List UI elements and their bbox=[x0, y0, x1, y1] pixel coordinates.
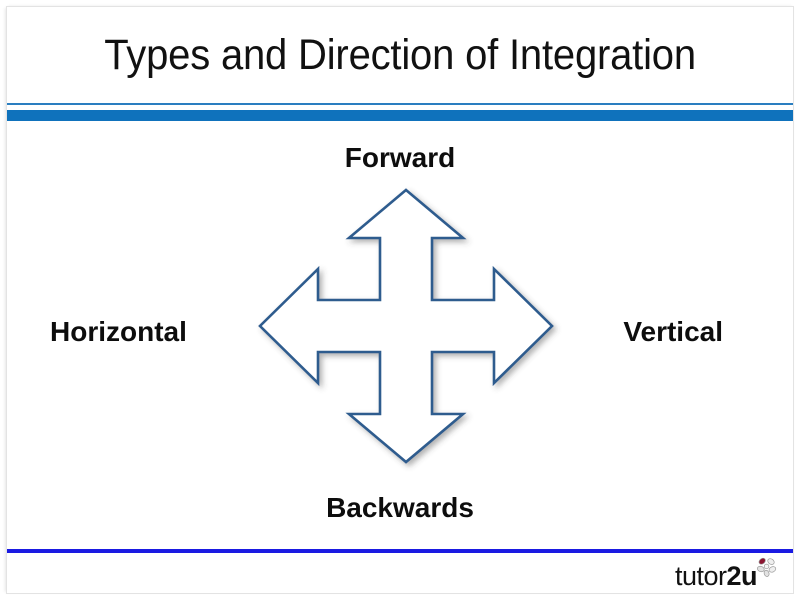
header-thin-rule bbox=[7, 103, 793, 105]
logo-wordmark: tutor2u bbox=[674, 561, 758, 591]
four-way-arrow-icon bbox=[256, 186, 556, 466]
logo-text-bold: 2u bbox=[726, 561, 757, 591]
diagram-label-vertical: Vertical bbox=[623, 316, 723, 347]
slide-title-area: Types and Direction of Integration bbox=[7, 14, 793, 96]
diagram-label-horizontal: Horizontal bbox=[50, 316, 187, 347]
diagram-label-backwards: Backwards bbox=[326, 492, 474, 523]
diagram-area: Forward Horizontal Vertical Backwards bbox=[7, 121, 793, 549]
diagram-label-forward: Forward bbox=[344, 142, 456, 173]
flower-icon bbox=[756, 556, 778, 578]
header-thick-rule bbox=[7, 110, 793, 121]
page-title: Types and Direction of Integration bbox=[104, 30, 696, 79]
tutor2u-logo: tutor2u bbox=[675, 556, 778, 590]
footer-rule bbox=[7, 549, 793, 553]
logo-text-plain: tutor bbox=[674, 561, 727, 591]
